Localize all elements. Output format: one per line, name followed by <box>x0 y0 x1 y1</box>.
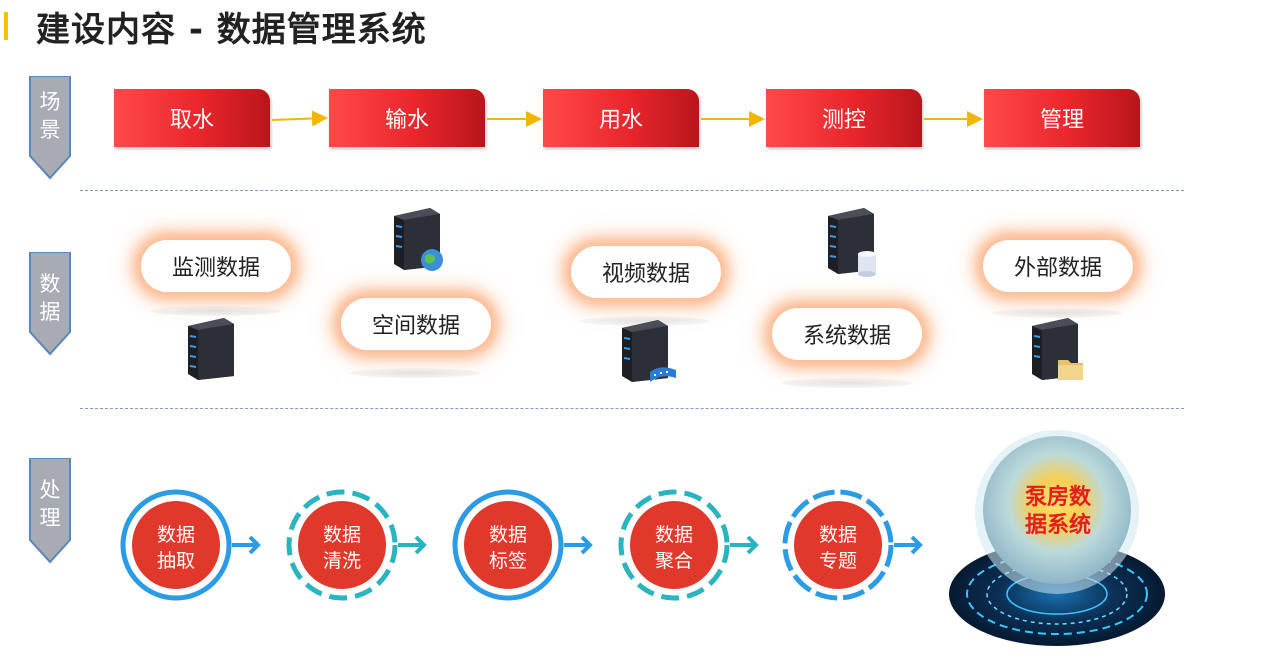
server-database-icon <box>828 208 876 277</box>
server-globe-icon <box>394 208 443 271</box>
arrow-icon <box>232 535 261 555</box>
cloud-shadow <box>580 316 710 326</box>
title-accent-bar <box>4 12 8 40</box>
arrow-icon <box>894 535 923 555</box>
process-extract-label: 数据抽取 <box>156 524 195 572</box>
cloud-external-data: 外部数据 <box>983 240 1133 292</box>
process-step-label <box>452 489 593 601</box>
process-step-extract <box>120 489 261 601</box>
process-step-topic <box>782 489 923 601</box>
arrow-icon <box>730 535 759 555</box>
side-tag-data-label: 数据 <box>39 272 61 324</box>
scene-box-yongshui: 用水 <box>543 89 699 147</box>
cloud-system-data: 系统数据 <box>772 308 922 360</box>
side-tag-process: 处理 <box>29 458 71 564</box>
scene-box-shushui: 输水 <box>329 89 485 147</box>
cloud-shadow <box>992 308 1122 318</box>
pump-system-sphere <box>949 430 1165 646</box>
process-topic-label: 数据专题 <box>818 524 857 572</box>
scene-box-cekong: 测控 <box>766 89 922 147</box>
server-video-icon <box>622 320 676 382</box>
scene-arrows <box>271 110 983 127</box>
cloud-spatial-data: 空间数据 <box>341 298 491 350</box>
cloud-shadow <box>350 368 480 378</box>
page-title: 建设内容 - 数据管理系统 <box>36 10 427 50</box>
side-tag-process-label: 处理 <box>39 478 61 530</box>
cloud-shadow <box>782 378 912 388</box>
arrow-icon <box>564 535 593 555</box>
process-tag-label: 数据标签 <box>488 524 527 572</box>
scene-box-qushui: 取水 <box>114 89 270 147</box>
arrow-icon <box>271 110 328 127</box>
process-aggregate-label: 数据聚合 <box>654 524 693 572</box>
process-step-aggregate <box>618 489 759 601</box>
scene-box-guanli: 管理 <box>984 89 1140 147</box>
process-flow <box>120 489 923 601</box>
process-clean-label: 数据清洗 <box>322 524 361 572</box>
pump-system-label: 泵房数据系统 <box>1024 485 1091 538</box>
cloud-video-data: 视频数据 <box>571 246 721 298</box>
cloud-shadow <box>150 306 280 316</box>
side-tag-scene: 场景 <box>29 76 71 180</box>
divider <box>80 190 1184 191</box>
server-icon <box>188 318 234 380</box>
side-tag-data: 数据 <box>29 252 71 356</box>
cloud-monitor-data: 监测数据 <box>141 240 291 292</box>
process-step-clean <box>286 489 427 601</box>
side-tag-scene-label: 场景 <box>39 90 61 142</box>
arrow-icon <box>398 535 427 555</box>
divider <box>80 408 1184 409</box>
server-folder-icon <box>1032 318 1083 380</box>
